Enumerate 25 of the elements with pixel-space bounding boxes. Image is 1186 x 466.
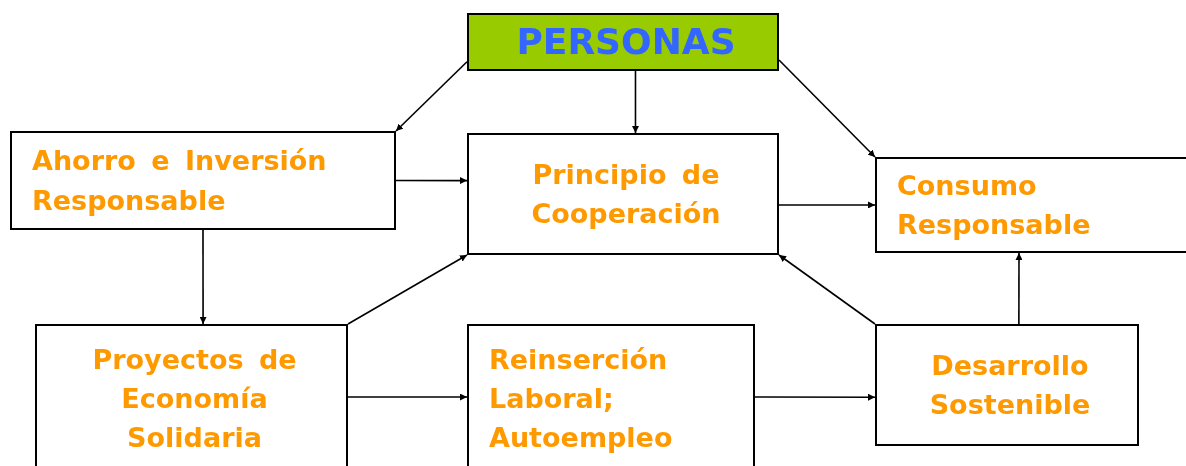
concept-box [35,324,348,466]
concept-box [875,324,1139,446]
arrow [347,393,468,401]
arrow [754,393,876,401]
concept-box [467,133,779,255]
arrow [632,70,639,134]
box-label: PERSONAS [516,24,736,60]
title-box [467,13,779,71]
arrow [778,201,876,209]
arrow [1015,252,1023,325]
arrow [395,60,468,132]
concept-box [875,157,1186,253]
concept-box [10,131,396,230]
box-label: Principio de Cooperación [530,157,722,231]
arrow [395,177,468,185]
arrow [778,59,876,158]
box-label: Ahorro e Inversión Responsable [32,144,328,218]
box-label: Reinserción Laboral; Autoempleo [489,343,674,456]
arrow [778,254,876,325]
box-label: Desarrollo Sostenible [928,348,1092,422]
box-label: Proyectos de Economía Solidaria [91,343,298,456]
concept-box [467,324,755,466]
arrow [347,254,468,325]
box-label: Consumo Responsable [897,168,1092,242]
arrow [199,229,207,325]
